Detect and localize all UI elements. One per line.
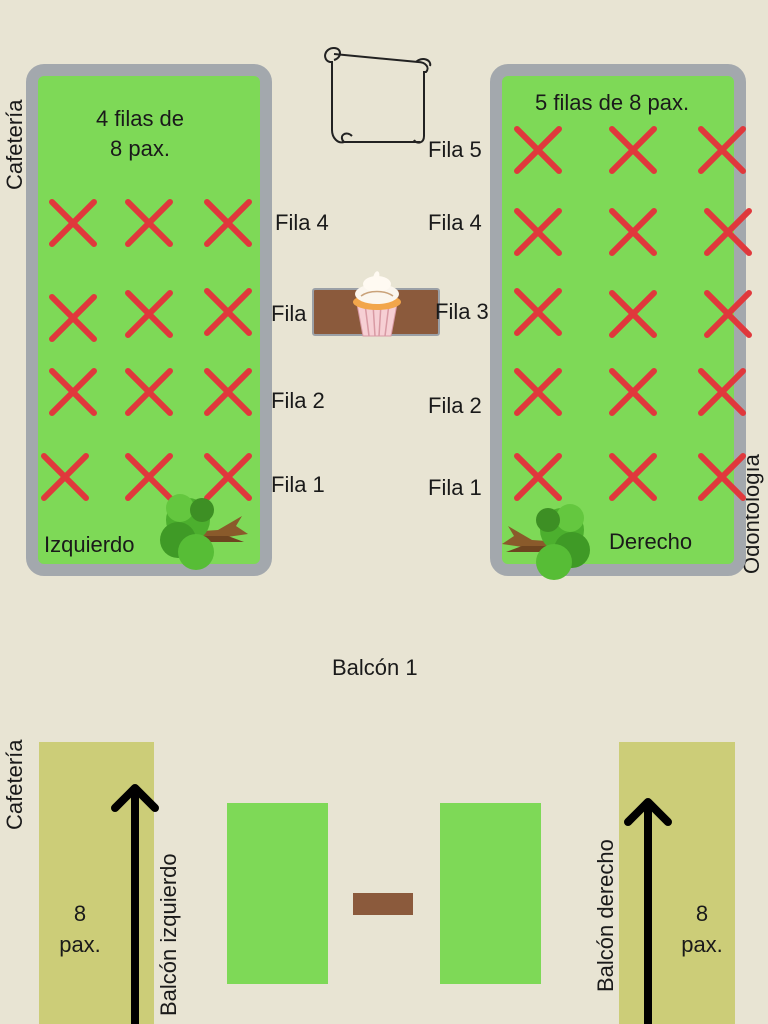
x-mark-icon <box>608 367 658 417</box>
x-mark-icon <box>513 207 563 257</box>
x-mark-icon <box>48 293 98 343</box>
x-mark-icon <box>513 125 563 175</box>
x-mark-icon <box>203 367 253 417</box>
right-capacity-unit: pax. <box>681 932 723 957</box>
scroll-icon <box>324 47 432 144</box>
x-mark-icon <box>48 198 98 248</box>
x-mark-icon <box>40 452 90 502</box>
right-row-label: Fila 4 <box>428 210 482 235</box>
balcony-title: Balcón 1 <box>332 655 418 680</box>
x-mark-icon <box>203 287 253 337</box>
left-capacity-unit: pax. <box>59 932 101 957</box>
x-mark-icon <box>697 125 747 175</box>
cafeteria-label: Cafetería <box>2 99 27 191</box>
x-mark-icon <box>513 287 563 337</box>
cupcake-icon <box>353 271 401 337</box>
right-row-label: Fila 5 <box>428 137 482 162</box>
x-mark-icon <box>608 125 658 175</box>
tree-icon <box>502 504 590 580</box>
left-section-name: Izquierdo <box>44 532 135 557</box>
x-mark-icon <box>703 207 753 257</box>
left-section-capacity: 4 filas de 8 pax. <box>60 104 220 164</box>
right-section-capacity: 5 filas de 8 pax. <box>535 90 690 115</box>
x-mark-icon <box>124 289 174 339</box>
arrow-up-icon <box>624 798 672 1024</box>
right-section-name: Derecho <box>609 529 693 554</box>
x-mark-icon <box>513 367 563 417</box>
left-row-label: Fila 1 <box>271 472 325 497</box>
balcony-right-capacity: 8 pax. <box>672 898 732 960</box>
arrow-up-icon <box>111 784 159 1024</box>
right-row-label: Fila 3 <box>435 299 489 324</box>
balcony-left-capacity: 8 pax. <box>50 898 110 960</box>
balcony-center-left[interactable] <box>227 803 328 984</box>
x-mark-icon <box>697 367 747 417</box>
balcony-center-right[interactable] <box>440 803 541 984</box>
balcony-right-label: Balcón derecho <box>593 839 618 992</box>
x-mark-icon <box>48 367 98 417</box>
left-capacity-number: 8 <box>73 901 87 926</box>
left-row-label: Fila 2 <box>271 388 325 413</box>
balcony-left-label: Balcón izquierdo <box>156 853 181 1016</box>
x-mark-icon <box>124 198 174 248</box>
balcony-cafeteria-label: Cafetería <box>2 739 27 831</box>
left-capacity-line1: 4 filas de <box>95 106 185 131</box>
balcony-stage[interactable] <box>353 893 413 915</box>
tree-icon <box>160 494 248 570</box>
x-mark-icon <box>697 452 747 502</box>
x-mark-icon <box>513 452 563 502</box>
x-mark-icon <box>608 207 658 257</box>
right-row-label: Fila 1 <box>428 475 482 500</box>
right-capacity-number: 8 <box>695 901 709 926</box>
x-mark-icon <box>203 198 253 248</box>
x-mark-icon <box>608 452 658 502</box>
right-row-label: Fila 2 <box>428 393 482 418</box>
x-mark-icon <box>703 289 753 339</box>
left-row-label: Fila 4 <box>275 210 329 235</box>
x-mark-icon <box>608 289 658 339</box>
left-capacity-line2: 8 pax. <box>110 136 170 161</box>
x-mark-icon <box>124 367 174 417</box>
balcony-right-area[interactable] <box>619 742 735 1024</box>
